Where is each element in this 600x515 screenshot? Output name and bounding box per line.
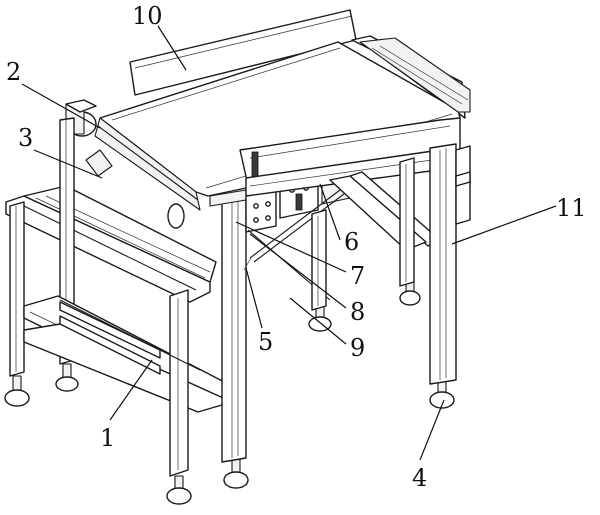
callout-6: 6 [344, 228, 359, 256]
foot-front-mid [223, 457, 249, 489]
center-leg [209, 189, 247, 463]
leader-2 [21, 83, 101, 129]
left-support-frame [5, 117, 233, 477]
callout-2: 2 [6, 58, 21, 86]
adjustable-feet [4, 279, 455, 505]
callout-11: 11 [556, 194, 587, 222]
callout-3: 3 [18, 124, 33, 152]
callout-1: 1 [100, 424, 115, 452]
foot-left-rear [55, 363, 79, 392]
leader-8 [249, 233, 347, 309]
callout-10: 10 [132, 2, 163, 30]
leader-9 [289, 297, 347, 345]
leader-11 [451, 205, 557, 245]
callout-5: 5 [258, 328, 273, 356]
belt-tensioner [85, 149, 185, 229]
right-conveyor-frame [359, 37, 471, 113]
foot-right-back [399, 279, 421, 306]
leader-lines [21, 25, 557, 461]
callout-8: 8 [350, 298, 365, 326]
leader-10 [157, 25, 187, 71]
foot-front-left [166, 475, 192, 505]
leader-7 [235, 221, 347, 273]
right-support-frame [245, 143, 471, 385]
callout-7: 7 [350, 262, 365, 290]
leader-6 [319, 183, 341, 241]
leader-1 [109, 359, 153, 421]
leader-5 [245, 267, 263, 329]
callout-labels: 10 2 3 1 4 5 6 7 8 9 11 [6, 2, 587, 492]
leader-4 [419, 399, 445, 461]
callout-9: 9 [350, 334, 365, 362]
foot-left-back [4, 375, 30, 407]
leader-3 [33, 149, 103, 179]
callout-4: 4 [412, 464, 427, 492]
